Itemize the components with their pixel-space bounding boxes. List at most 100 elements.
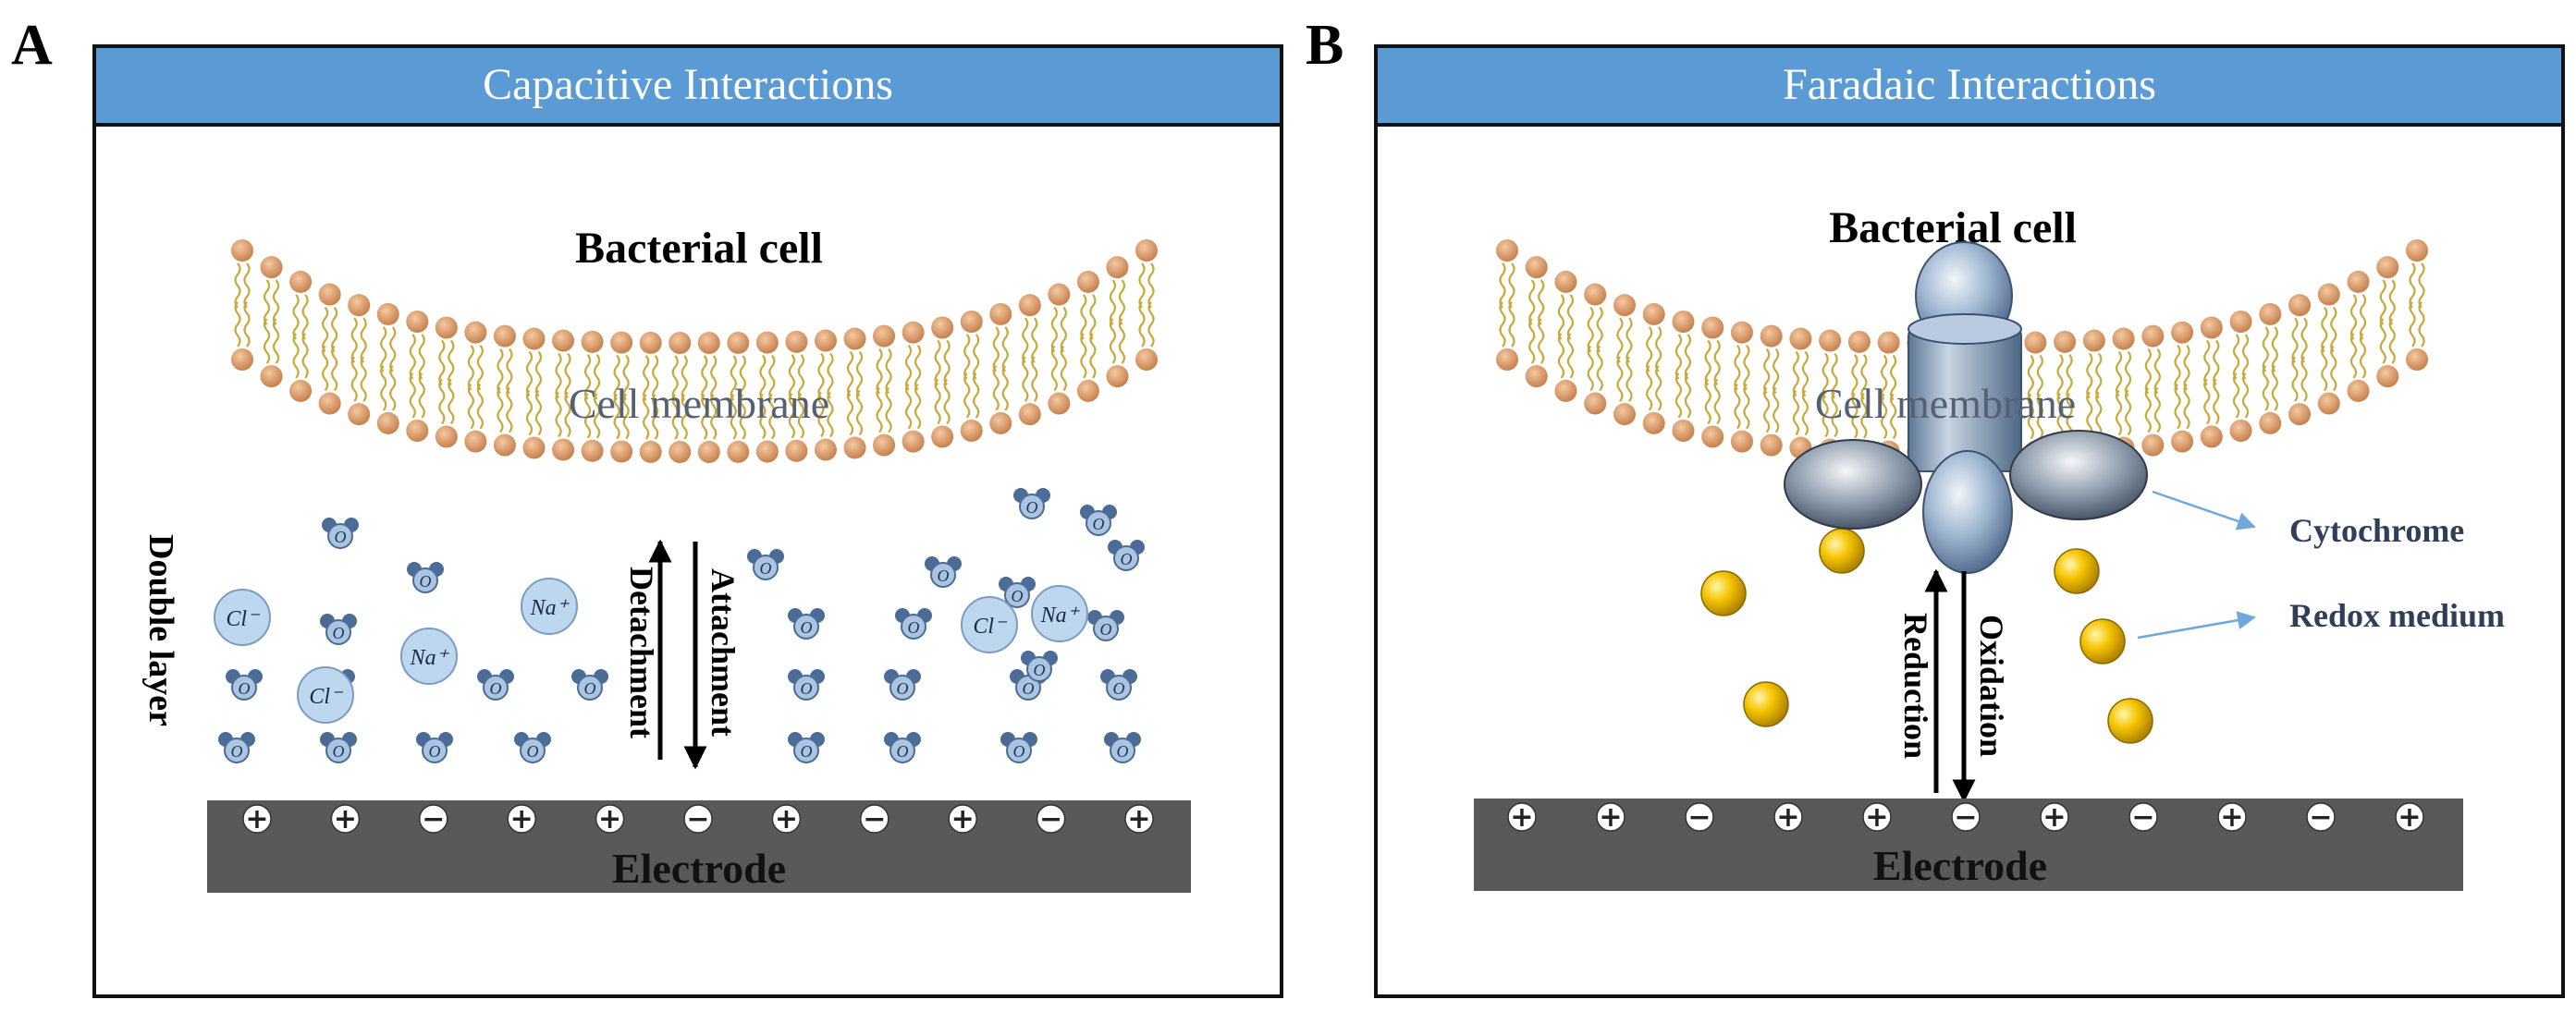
water-molecule: O — [226, 669, 263, 701]
lipid-head — [1554, 270, 1577, 293]
water-oxygen-label: O — [527, 742, 539, 761]
lipid-head — [814, 329, 837, 352]
positive-charge: + — [1862, 801, 1892, 834]
panel-letter-a: A — [11, 14, 53, 77]
lipid-tails — [2321, 306, 2337, 392]
lipid-tails — [1109, 279, 1126, 364]
lipid-head — [1819, 329, 1842, 352]
water-molecule: O — [1108, 540, 1145, 571]
lipid-tails — [643, 355, 659, 440]
charge-sign: − — [863, 803, 886, 835]
negative-charge: − — [683, 803, 713, 835]
attachment-arrows-a — [648, 539, 707, 770]
lipid-tails — [2203, 339, 2220, 425]
lipid-head — [902, 321, 925, 344]
water-molecule: O — [895, 608, 932, 640]
lipid-tails — [1704, 339, 1721, 425]
lipid-head — [1135, 348, 1158, 371]
ions-a: Cl⁻Cl⁻Na⁺Na⁺Cl⁻Na⁺ — [214, 578, 1088, 724]
lipid-head — [1496, 239, 1518, 262]
lipid-tails — [613, 354, 630, 440]
lipid-head — [581, 439, 604, 462]
water-oxygen-label: O — [1034, 661, 1046, 679]
lipid-head — [2347, 379, 2370, 402]
charge-sign: − — [2309, 801, 2332, 834]
lipid-head — [960, 419, 983, 442]
redox-medium-spheres — [1700, 528, 2153, 744]
redox-sphere — [1700, 570, 1747, 616]
lipid-head — [2259, 411, 2282, 434]
lipid-head — [610, 440, 633, 463]
protein-bottom-sphere — [1922, 450, 2013, 574]
water-oxygen-label: O — [1023, 679, 1035, 698]
negative-charge: − — [1951, 801, 1981, 834]
lipid-head — [2229, 419, 2252, 442]
lipid-tails — [1674, 334, 1692, 419]
water-oxygen-label: O — [1093, 515, 1105, 533]
lipid-head — [1525, 365, 1548, 388]
electrode-charges-a: ++−++−+−+−+ — [242, 803, 1154, 835]
water-molecule: O — [320, 614, 357, 645]
lipid-tails — [817, 352, 834, 438]
water-oxygen-label: O — [1013, 742, 1025, 761]
water-oxygen-label: O — [1100, 620, 1112, 639]
lipid-tails — [1763, 347, 1780, 433]
water-molecule: O — [788, 608, 825, 640]
lipid-head — [2200, 425, 2223, 448]
lipid-tails — [788, 354, 805, 439]
water-molecule: O — [477, 669, 514, 701]
lipid-head — [260, 365, 283, 388]
lipid-head — [1018, 294, 1041, 317]
lipid-tails — [292, 294, 309, 379]
lipid-tails — [905, 344, 922, 430]
lipid-tails — [1822, 352, 1838, 438]
water-molecule: O — [788, 669, 825, 701]
lipid-head — [231, 348, 253, 371]
negative-charge: − — [1685, 801, 1714, 834]
lipid-head — [669, 331, 692, 354]
lipid-head — [406, 419, 429, 442]
lipid-head — [843, 436, 866, 459]
charge-sign: − — [422, 803, 445, 835]
redox-sphere — [2107, 698, 2153, 744]
water-oxygen-label: O — [897, 679, 909, 698]
lipid-tails — [409, 334, 425, 419]
lipid-tails — [322, 306, 338, 392]
lipid-head — [2317, 392, 2340, 415]
lipid-head — [1554, 379, 1577, 402]
water-molecule: O — [514, 732, 551, 763]
oxidation-label: Oxidation — [1973, 615, 2010, 757]
positive-charge: + — [595, 803, 625, 835]
lipid-head — [1076, 379, 1099, 402]
negative-charge: − — [2128, 801, 2158, 834]
redox-sphere — [2079, 618, 2126, 665]
chloride-ion: Cl⁻ — [961, 596, 1018, 653]
lipid-head — [1642, 302, 1665, 325]
lipid-tails — [2291, 317, 2308, 402]
lipid-head — [2054, 330, 2077, 353]
lipid-tails — [671, 355, 688, 440]
lipid-tails — [555, 352, 571, 438]
lipid-head — [610, 331, 633, 354]
charge-sign: + — [951, 803, 975, 835]
lipid-tails — [380, 326, 397, 411]
lipid-head — [727, 331, 750, 354]
lipid-tails — [263, 279, 280, 364]
lipid-head — [1106, 365, 1129, 388]
lipid-tails — [2144, 347, 2161, 433]
water-oxygen-label: O — [490, 679, 502, 698]
charge-sign: − — [1039, 803, 1062, 835]
lipid-head — [2406, 348, 2428, 371]
lipid-head — [289, 270, 313, 293]
charge-sign: + — [2042, 801, 2066, 834]
water-molecule: O — [925, 556, 962, 588]
lipid-head — [1613, 294, 1636, 317]
ion-label: Na⁺ — [410, 646, 450, 670]
water-oxygen-label: O — [1121, 550, 1133, 568]
double-layer-label: Double layer — [141, 534, 180, 726]
water-molecule: O — [747, 549, 784, 580]
lipid-head — [2288, 294, 2312, 317]
lipid-head — [639, 440, 662, 463]
positive-charge: + — [948, 803, 977, 835]
lipid-tails — [846, 350, 864, 436]
